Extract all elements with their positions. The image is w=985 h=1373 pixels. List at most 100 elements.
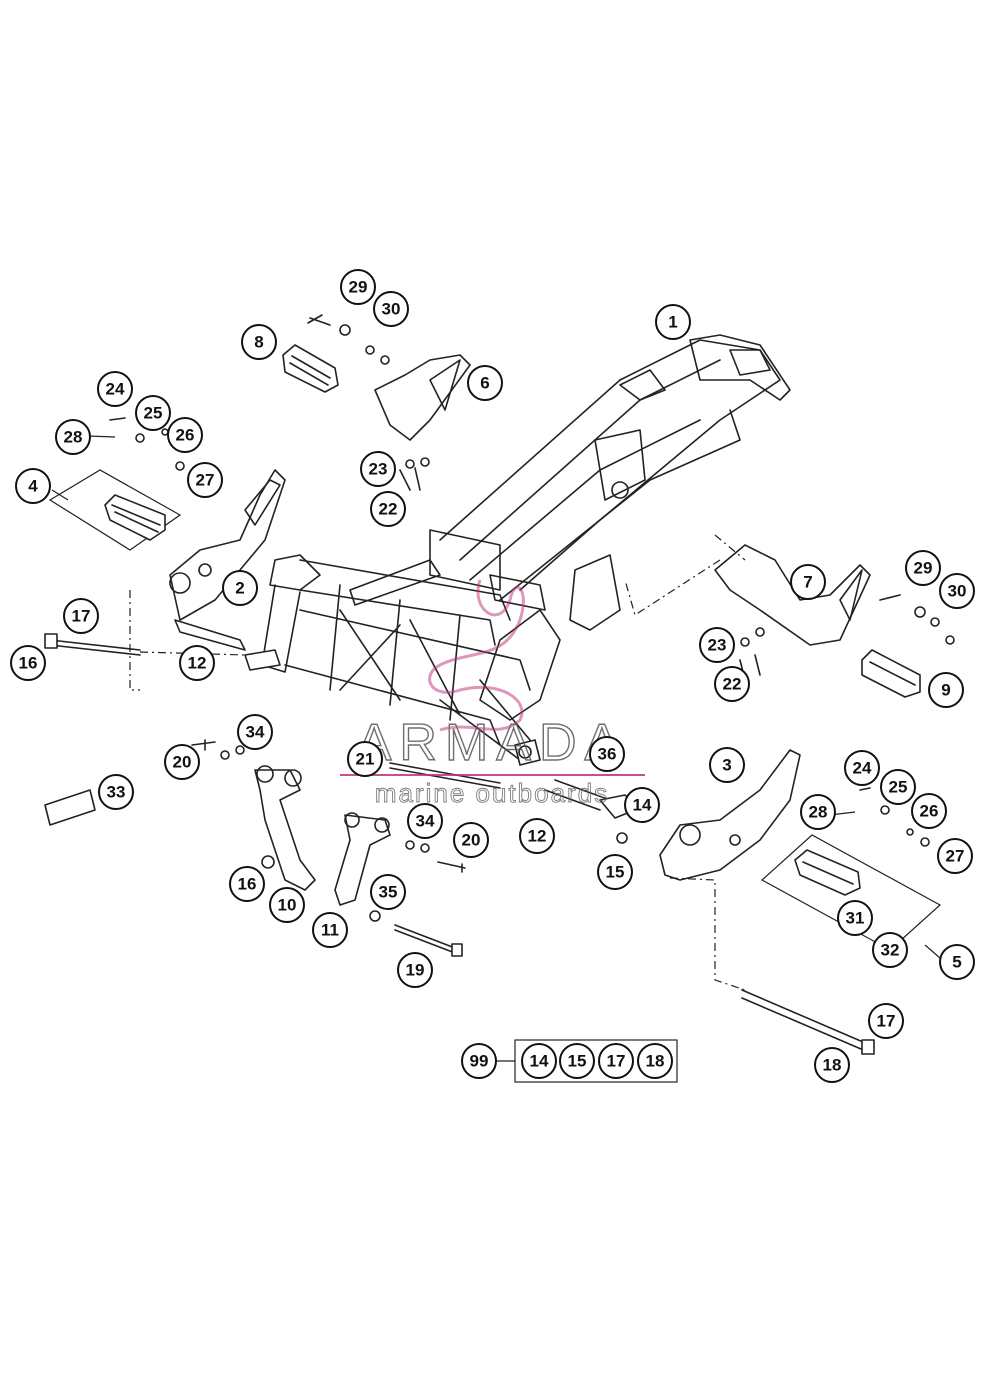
callout-c29a-circle xyxy=(340,269,376,305)
callout-c34a-circle xyxy=(237,714,273,750)
callout-c6: 6 xyxy=(467,365,503,401)
callout-c20a-label: 20 xyxy=(173,753,192,772)
callout-c12b-label: 12 xyxy=(528,827,547,846)
callout-c29a: 29 xyxy=(340,269,376,305)
callout-c36-circle xyxy=(589,736,625,772)
callout-c29a-label: 29 xyxy=(349,278,368,297)
callout-c35: 35 xyxy=(370,874,406,910)
callout-c10: 10 xyxy=(269,887,305,923)
callout-c23a: 23 xyxy=(360,451,396,487)
callout-c22a-circle xyxy=(370,491,406,527)
callout-c11-circle xyxy=(312,912,348,948)
left-footpeg-box xyxy=(48,469,182,551)
callout-c3-circle xyxy=(709,747,745,783)
leader-lines xyxy=(51,435,941,959)
kit-item-18: 18 xyxy=(637,1043,673,1079)
callout-c22a: 22 xyxy=(370,491,406,527)
kit-item-14: 14 xyxy=(521,1043,557,1079)
callout-c24a: 24 xyxy=(97,371,133,407)
callout-c23a-label: 23 xyxy=(369,460,388,479)
watermark-tagline: marine outboards xyxy=(375,778,609,808)
callout-c21: 21 xyxy=(347,741,383,777)
callout-c28b-circle xyxy=(800,794,836,830)
right-footpeg xyxy=(861,649,921,698)
callout-c15-circle xyxy=(597,854,633,890)
callout-c27b-label: 27 xyxy=(946,847,965,866)
callout-c5-label: 5 xyxy=(952,953,961,972)
kit-item-18-circle xyxy=(637,1043,673,1079)
callout-c32-label: 32 xyxy=(881,941,900,960)
kit-callout-99: 99 xyxy=(461,1043,497,1079)
callout-c19-label: 19 xyxy=(406,961,425,980)
callout-c20a-circle xyxy=(164,744,200,780)
kit-callout-99-circle xyxy=(461,1043,497,1079)
callout-c26a-label: 26 xyxy=(176,426,195,445)
callout-c19: 19 xyxy=(397,952,433,988)
callout-c31: 31 xyxy=(837,900,873,936)
callout-c4: 4 xyxy=(15,468,51,504)
callout-c28a-label: 28 xyxy=(64,428,83,447)
callout-c1-label: 1 xyxy=(668,313,677,332)
callout-c27b-circle xyxy=(937,838,973,874)
kit-item-15-circle xyxy=(559,1043,595,1079)
callout-c23b-circle xyxy=(699,627,735,663)
callout-c23b: 23 xyxy=(699,627,735,663)
kit-item-14-circle xyxy=(521,1043,557,1079)
callout-c24a-label: 24 xyxy=(106,380,125,399)
callout-c17b: 17 xyxy=(868,1003,904,1039)
callout-c20b-circle xyxy=(453,822,489,858)
callout-c33-circle xyxy=(98,774,134,810)
callout-c32: 32 xyxy=(872,932,908,968)
callout-c28b-label: 28 xyxy=(809,803,828,822)
callout-c3: 3 xyxy=(709,747,745,783)
callout-c22b-label: 22 xyxy=(723,675,742,694)
callout-c16a-circle xyxy=(10,645,46,681)
callout-c27a: 27 xyxy=(187,462,223,498)
callout-c14-label: 14 xyxy=(633,796,652,815)
callout-c30b: 30 xyxy=(939,573,975,609)
callout-c34b: 34 xyxy=(407,803,443,839)
callout-c25b: 25 xyxy=(880,769,916,805)
callout-c7-label: 7 xyxy=(803,573,812,592)
callout-c18-circle xyxy=(814,1047,850,1083)
rider-peg-upper xyxy=(282,344,339,393)
callout-c33: 33 xyxy=(98,774,134,810)
callout-c8-label: 8 xyxy=(254,333,263,352)
callout-c29b: 29 xyxy=(905,550,941,586)
callout-c26a: 26 xyxy=(167,417,203,453)
kit-item-17: 17 xyxy=(598,1043,634,1079)
callout-c22b-circle xyxy=(714,666,750,702)
callout-c10-circle xyxy=(269,887,305,923)
callout-c17b-label: 17 xyxy=(877,1012,896,1031)
callout-c17a-label: 17 xyxy=(72,607,91,626)
callout-c12a-label: 12 xyxy=(188,654,207,673)
callout-c21-circle xyxy=(347,741,383,777)
callout-c4-circle xyxy=(15,468,51,504)
callout-c20a: 20 xyxy=(164,744,200,780)
callout-c24a-circle xyxy=(97,371,133,407)
callout-c5: 5 xyxy=(939,944,975,980)
callout-c23a-circle xyxy=(360,451,396,487)
callout-c7: 7 xyxy=(790,564,826,600)
callout-c35-label: 35 xyxy=(379,883,398,902)
left-lower-hanger xyxy=(254,765,316,891)
left-footrest-bracket xyxy=(169,469,286,651)
right-rear-bracket xyxy=(624,534,871,646)
watermark-logo-mark xyxy=(428,579,525,732)
callout-c9: 9 xyxy=(928,672,964,708)
callout-c11-label: 11 xyxy=(321,921,339,940)
callout-c34b-circle xyxy=(407,803,443,839)
callout-c2: 2 xyxy=(222,570,258,606)
callout-c25a-label: 25 xyxy=(144,404,163,423)
callout-c21-label: 21 xyxy=(356,750,375,769)
kit-item-18-label: 18 xyxy=(646,1052,665,1071)
callout-c17a: 17 xyxy=(63,598,99,634)
callout-c26b-circle xyxy=(911,793,947,829)
callout-c24b-circle xyxy=(844,750,880,786)
watermark: ARMADA marine outboards xyxy=(340,579,645,808)
callout-c9-circle xyxy=(928,672,964,708)
watermark-brand: ARMADA xyxy=(357,714,627,772)
callout-c12b: 12 xyxy=(519,818,555,854)
callout-c30b-label: 30 xyxy=(948,582,967,601)
callout-c18-label: 18 xyxy=(823,1056,842,1075)
